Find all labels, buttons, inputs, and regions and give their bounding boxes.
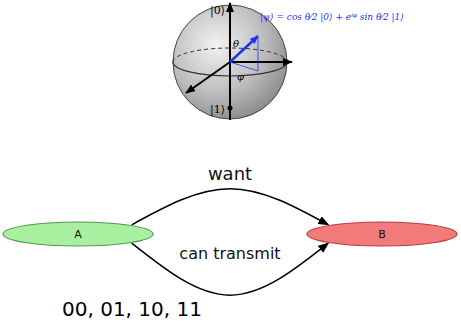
x-axis bbox=[186, 62, 230, 93]
projection-line bbox=[230, 62, 258, 71]
arc-arrow bbox=[132, 189, 329, 225]
axis-label: |0⟩ bbox=[210, 5, 225, 18]
axis-label: |1⟩ bbox=[210, 104, 225, 117]
edge-label: want bbox=[208, 164, 252, 185]
node-label: A bbox=[74, 228, 82, 241]
edge-label: can transmit bbox=[179, 245, 280, 263]
state-formula: |ψ⟩ = cos θ⁄2 |0⟩ + eⁱᵠ sin θ⁄2 |1⟩ bbox=[260, 12, 404, 22]
ellipse-node: A bbox=[2, 221, 154, 247]
projection-line bbox=[258, 37, 259, 71]
node-label: B bbox=[378, 228, 386, 241]
ellipse-node: B bbox=[306, 221, 458, 247]
ellipse-shape bbox=[307, 222, 457, 246]
bit-values: 00, 01, 10, 11 bbox=[62, 298, 202, 321]
axis-label: φ bbox=[237, 71, 244, 83]
state-vector bbox=[230, 36, 258, 62]
state-dot bbox=[228, 106, 233, 111]
ellipse-shape bbox=[3, 222, 153, 246]
axis-label: θ bbox=[233, 38, 239, 50]
y-axis bbox=[230, 61, 292, 63]
arc-arrow bbox=[132, 243, 329, 295]
